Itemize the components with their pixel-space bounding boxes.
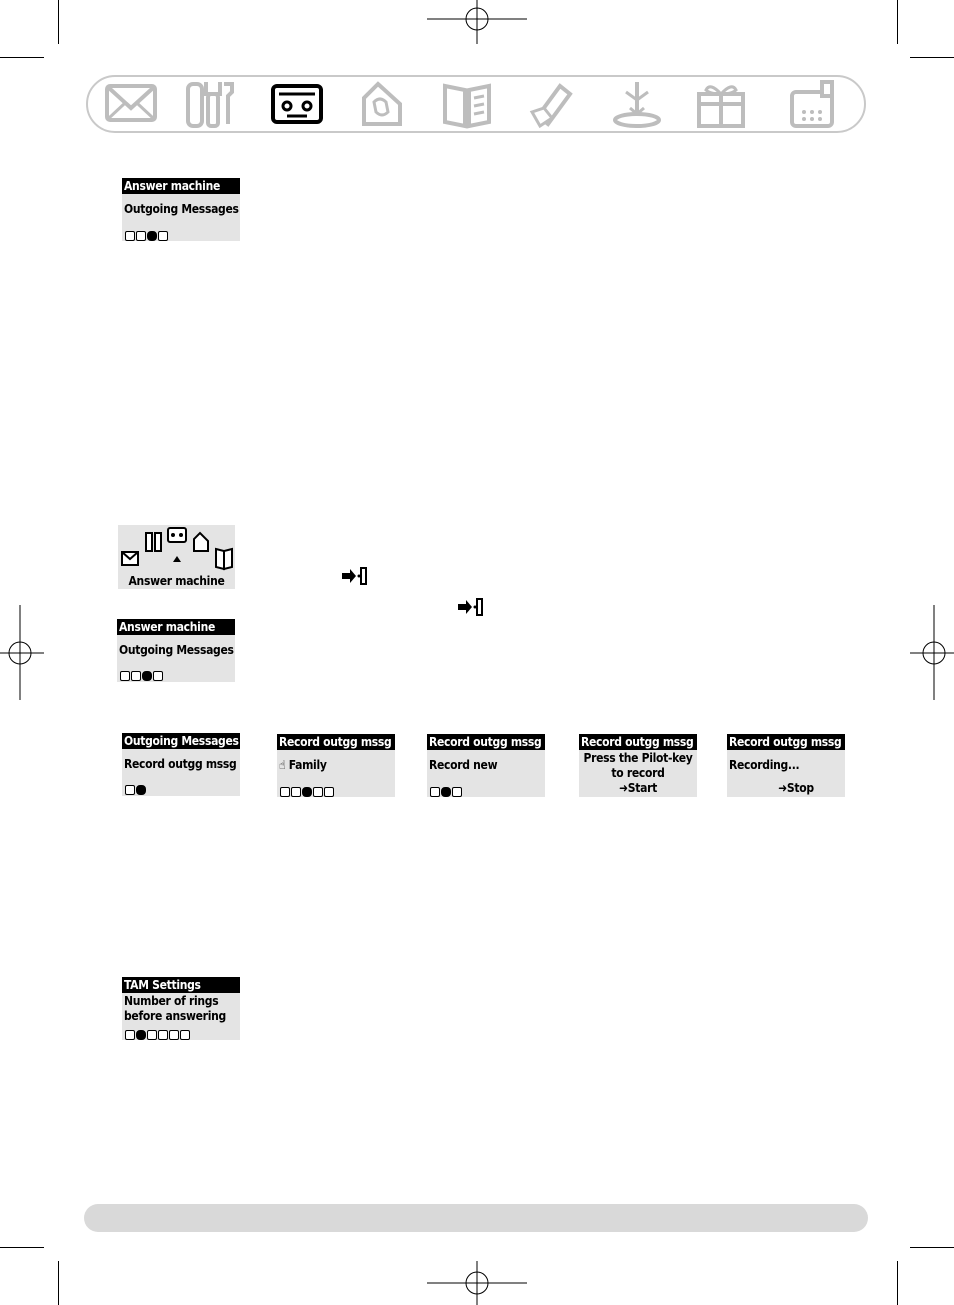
lcd-screen-answer-machine: Answer machine Outgoing Messages: [122, 178, 240, 241]
position-indicator: [125, 1030, 190, 1040]
lcd-screen-menu: Answer machine: [118, 525, 235, 589]
registration-mark: [427, 1261, 527, 1305]
answer-machine-icon: [271, 84, 323, 124]
envelope-icon: [105, 84, 157, 122]
antenna-icon: [613, 82, 661, 128]
lcd-header: Record outgg mssg ☝: [427, 734, 545, 750]
lcd-line: Outgoing Messages: [119, 643, 234, 657]
lcd-line: Outgoing Messages: [124, 202, 239, 216]
position-indicator: [125, 785, 146, 795]
lcd-screen-record-new: Record outgg mssg ☝ Record new: [427, 734, 545, 797]
lock-icon: ☝: [279, 758, 289, 772]
crop-mark: [0, 1247, 44, 1248]
phonebook-icon: [443, 83, 491, 129]
lcd-header: Outgoing Messages: [122, 733, 240, 749]
position-indicator: [430, 787, 462, 797]
lock-icon: ☝: [541, 735, 546, 749]
lcd-line: Press the Pilot-key: [583, 751, 693, 765]
position-indicator: [280, 787, 334, 797]
pilot-key-icon: [342, 567, 367, 585]
lcd-line: ☝ Family: [279, 758, 327, 772]
lcd-line: to record: [611, 766, 665, 780]
lcd-screen-answer-machine-2: Answer machine Outgoing Messages: [117, 619, 235, 682]
calculator-icon: [790, 80, 834, 128]
lcd-screen-outgoing-messages: Outgoing Messages Record outgg mssg: [122, 733, 240, 796]
lcd-line: Record new: [429, 758, 498, 772]
selection-arrow-icon: [173, 556, 181, 562]
lcd-header: Record outgg mssg ☝: [579, 734, 697, 750]
footer-bar: [84, 1204, 868, 1232]
crop-mark: [58, 1261, 59, 1305]
lock-icon: ☝: [693, 735, 698, 749]
crop-mark: [910, 1247, 954, 1248]
position-indicator: [120, 671, 163, 681]
pilot-key-icon: [458, 598, 483, 616]
tools-icon: [186, 82, 234, 128]
crop-mark: [910, 57, 954, 58]
crop-mark: [897, 1261, 898, 1305]
menu-label: Answer machine: [128, 574, 225, 588]
registration-mark: [0, 605, 44, 700]
lcd-screen-record-family: Record outgg mssg ☝ Family: [277, 734, 395, 797]
pen-icon: [529, 83, 573, 129]
lcd-screen-recording: Record outgg mssg ☝ Recording... ➜Stop: [727, 734, 845, 797]
lcd-line: before answering: [124, 1009, 226, 1023]
lcd-header: Record outgg mssg: [277, 734, 395, 750]
position-indicator: [125, 231, 168, 241]
lcd-screen-tam-settings: TAM Settings Number of rings before answ…: [122, 977, 240, 1040]
tools-icon: [145, 532, 162, 552]
registration-mark: [427, 0, 527, 44]
lcd-header: Answer machine: [122, 178, 240, 194]
pilot-key-icon: ➜: [619, 781, 628, 795]
lcd-line: Record outgg mssg: [124, 757, 237, 771]
answer-machine-icon: [167, 527, 187, 543]
lcd-header: Answer machine: [117, 619, 235, 635]
registration-mark: [910, 605, 954, 700]
lcd-header: Record outgg mssg ☝: [727, 734, 845, 750]
pilot-key-icon: ➜: [778, 781, 787, 795]
lcd-line: Recording...: [729, 758, 800, 772]
crop-mark: [897, 0, 898, 44]
lcd-line: ➜Stop: [778, 781, 814, 795]
lock-icon: ☝: [841, 735, 846, 749]
crop-mark: [58, 0, 59, 44]
lcd-line: ➜Start: [619, 781, 657, 795]
envelope-icon: [121, 551, 139, 566]
phone-house-icon: [193, 531, 209, 552]
menu-icons-row: [121, 527, 233, 571]
phone-house-icon: [362, 81, 402, 126]
lcd-screen-press-pilot-key: Record outgg mssg ☝ Press the Pilot-key …: [579, 734, 697, 797]
crop-mark: [0, 57, 44, 58]
gift-icon: [697, 85, 745, 128]
phonebook-icon: [215, 547, 233, 571]
lcd-line: Number of rings: [124, 994, 219, 1008]
lcd-header: TAM Settings: [122, 977, 240, 993]
